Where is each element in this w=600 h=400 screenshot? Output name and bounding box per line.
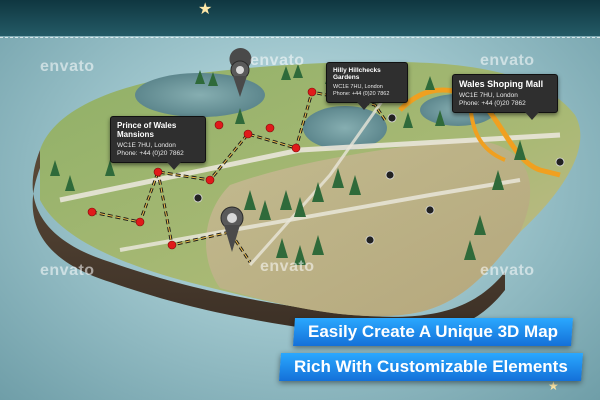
- poi-icon: [387, 113, 397, 123]
- location-marker-icon: [135, 217, 145, 227]
- tree-icon: [312, 235, 324, 255]
- headline-text-2: Rich With Customizable Elements: [294, 357, 568, 376]
- tree-icon: [514, 140, 526, 160]
- tree-icon: [244, 190, 256, 210]
- callout-address: WC1E 7HU, London: [459, 92, 518, 99]
- watermark-text: envato: [480, 262, 535, 279]
- watermark-text: envato: [40, 58, 95, 75]
- watermark-text: envato: [40, 262, 95, 279]
- poi-icon: [385, 170, 395, 180]
- tree-icon: [492, 170, 504, 190]
- callout-wales-shoping-mall[interactable]: Wales Shoping Mall WC1E 7HU, London Phon…: [452, 74, 558, 120]
- callout-phone: Phone: +44 (0)20 7862: [333, 91, 390, 97]
- tree-icon: [280, 190, 292, 210]
- tree-icon: [349, 175, 361, 195]
- location-marker-icon: [265, 123, 275, 133]
- callout-phone: Phone: +44 (0)20 7862: [117, 150, 184, 157]
- callout-title: Hilly Hillchecks Gardens: [333, 67, 381, 81]
- tree-icon: [276, 238, 288, 258]
- tree-icon: [294, 245, 306, 265]
- callout-phone: Phone: +44 (0)20 7862: [459, 100, 526, 107]
- tree-icon: [403, 112, 413, 128]
- callout-prince-of-wales-mansions[interactable]: Prince of Wales Mansions WC1E 7HU, Londo…: [110, 116, 206, 170]
- location-marker-icon: [167, 240, 177, 250]
- tree-icon: [312, 182, 324, 202]
- callout-address: WC1E 7HU, London: [333, 84, 383, 90]
- callout-title: Wales Shoping Mall: [459, 79, 544, 89]
- tree-icon: [332, 168, 344, 188]
- road: [59, 132, 561, 203]
- tree-icon: [435, 110, 445, 126]
- headline-text-1: Easily Create A Unique 3D Map: [308, 322, 559, 341]
- terrain-soil-edge: [32, 150, 505, 337]
- route-path-highlight: [91, 91, 386, 263]
- tree-icon: [425, 76, 435, 90]
- location-marker-icon: [307, 87, 317, 97]
- callout-hilly-hillchecks-gardens[interactable]: Hilly Hillchecks Gardens WC1E 7HU, Londo…: [326, 62, 408, 110]
- star-icon: ★: [548, 379, 559, 393]
- trees: [50, 64, 526, 265]
- road: [119, 178, 521, 252]
- tree-icon: [464, 240, 476, 260]
- location-marker-icon: [87, 207, 97, 217]
- watermark-text: envato: [480, 52, 535, 69]
- tree-icon: [195, 70, 205, 84]
- star-icon: ★: [198, 1, 213, 18]
- location-marker-icon: [291, 143, 301, 153]
- marker-group: [87, 87, 317, 250]
- tree-icon: [293, 64, 303, 78]
- tree-icon: [281, 66, 291, 80]
- callout-title: Prince of Wales Mansions: [117, 121, 177, 139]
- callout-address: WC1E 7HU, London: [117, 142, 176, 149]
- location-marker-icon: [243, 129, 253, 139]
- top-dark-band: [0, 0, 600, 36]
- watermark-text: envato: [250, 52, 305, 69]
- tree-icon: [50, 160, 60, 176]
- poi-icon: [555, 157, 565, 167]
- tree-icon: [65, 175, 75, 191]
- dashed-divider: [0, 37, 600, 38]
- road: [248, 89, 392, 266]
- poi-icon: [425, 205, 435, 215]
- tree-icon: [474, 215, 486, 235]
- location-marker-icon: [214, 120, 224, 130]
- location-marker-icon: [153, 167, 163, 177]
- watermark-text: envato: [260, 258, 315, 275]
- poi-circles: [193, 113, 565, 245]
- headline-banner-2: Rich With Customizable Elements: [279, 353, 583, 381]
- tree-icon: [208, 72, 218, 86]
- poi-icon: [365, 235, 375, 245]
- map-pin-icon: [229, 48, 252, 97]
- lake-west: [135, 73, 265, 117]
- headline-banner-1: Easily Create A Unique 3D Map: [293, 318, 574, 346]
- lake-center: [303, 106, 387, 150]
- map-pin-icon: [220, 206, 244, 252]
- tree-icon: [235, 108, 245, 124]
- tree-icon: [105, 160, 115, 176]
- tree-icon: [294, 197, 306, 217]
- location-marker-icon: [205, 175, 215, 185]
- tree-icon: [259, 200, 271, 220]
- poi-icon: [193, 193, 203, 203]
- terrain-sand-area: [206, 139, 531, 317]
